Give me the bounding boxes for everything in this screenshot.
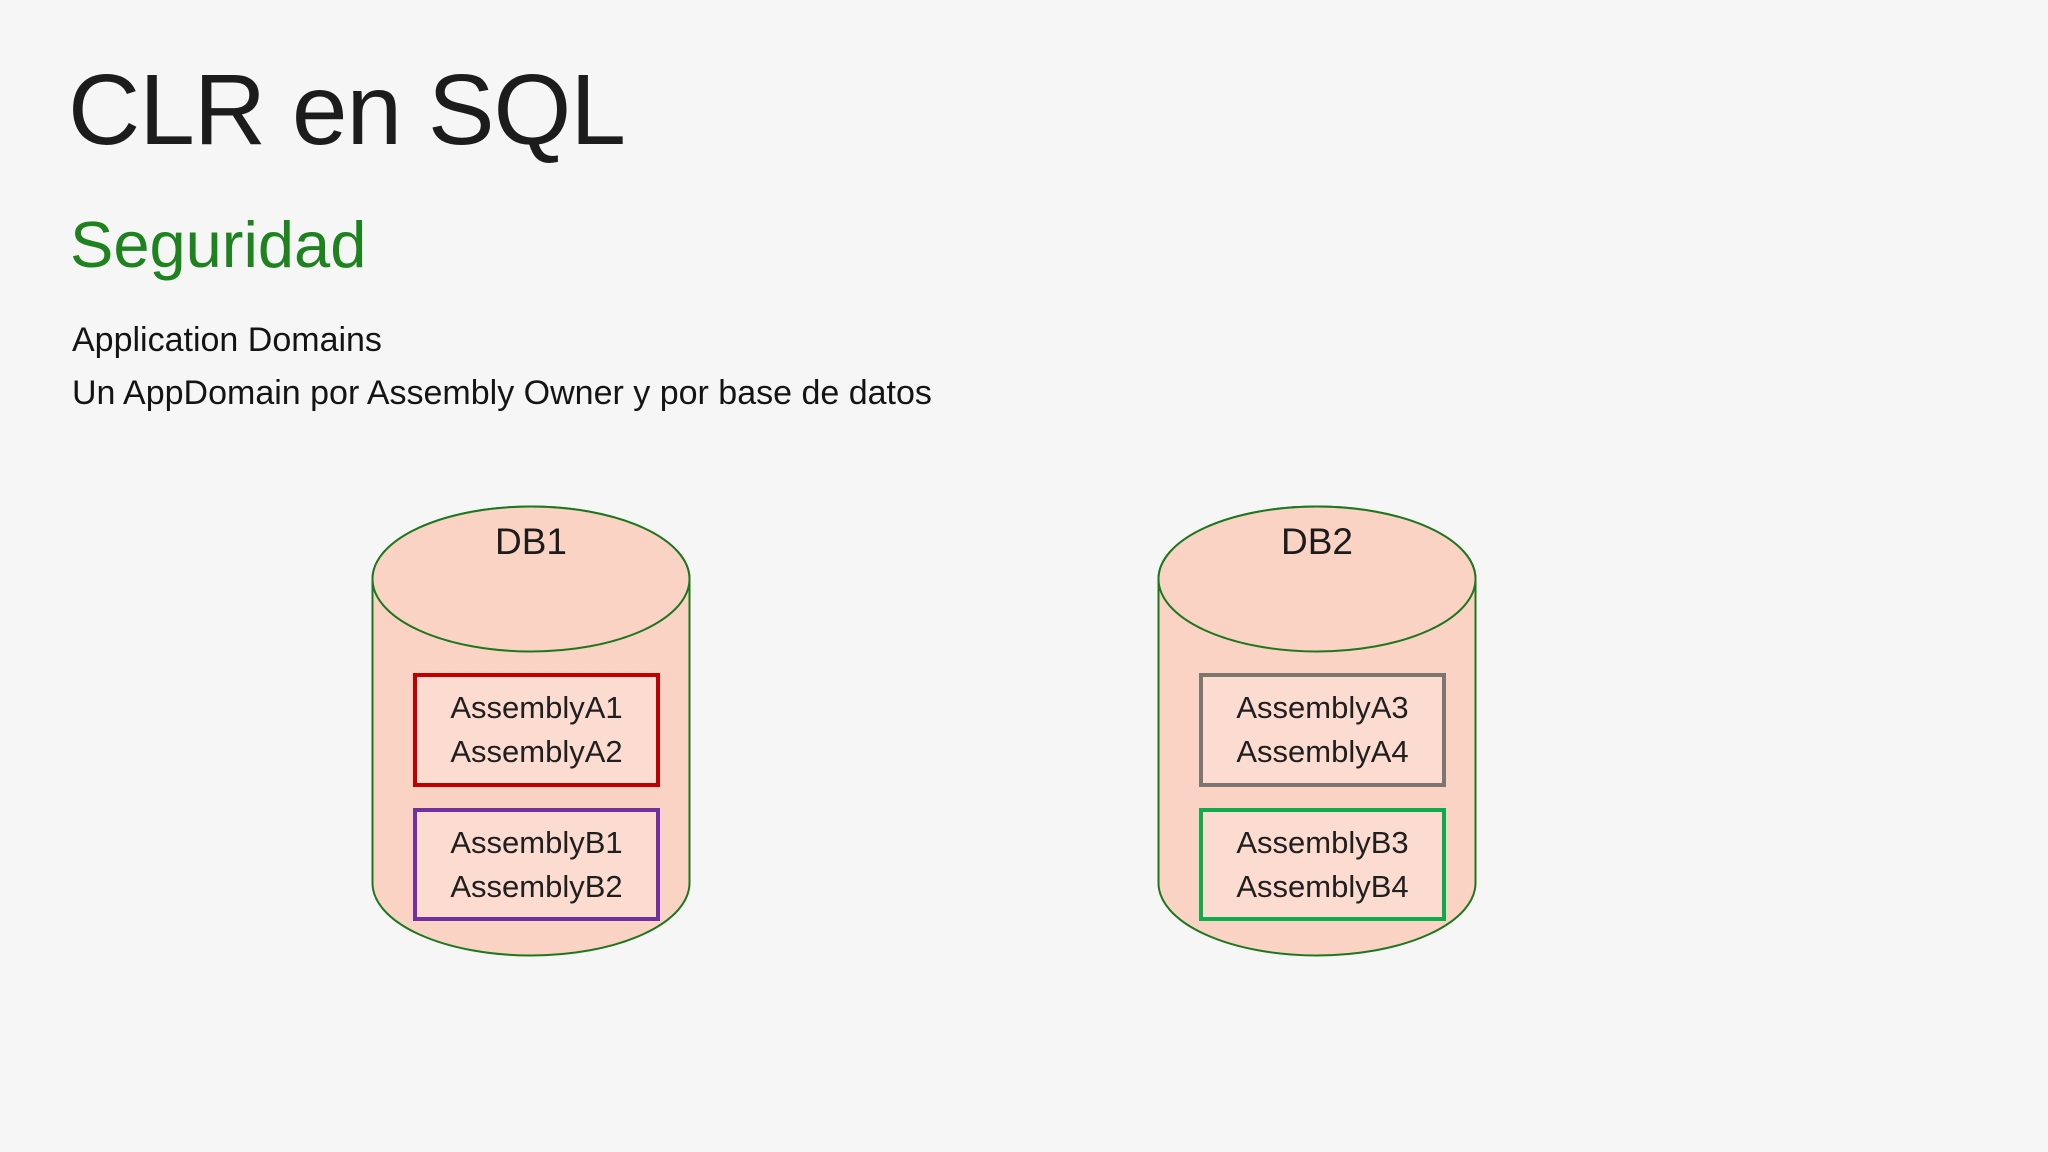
appdomain-group-box: AssemblyB1 AssemblyB2 <box>413 808 660 921</box>
body-line-appdomain-rule: Un AppDomain por Assembly Owner y por ba… <box>72 374 932 412</box>
slide-body-text: Application Domains Un AppDomain por Ass… <box>72 314 932 420</box>
assembly-name: AssemblyB4 <box>1236 868 1409 904</box>
cylinder-top-ellipse <box>371 505 691 653</box>
database-db2: DB2 AssemblyA3 AssemblyA4 AssemblyB3 Ass… <box>1157 505 1477 957</box>
assembly-name: AssemblyB2 <box>450 868 623 904</box>
assembly-name: AssemblyA2 <box>450 734 623 769</box>
db-name-label: DB2 <box>1281 521 1353 562</box>
db-name-label: DB1 <box>495 521 567 562</box>
assembly-name: AssemblyB3 <box>1236 824 1409 860</box>
database-db1: DB1 AssemblyA1 AssemblyA2 AssemblyB1 Ass… <box>371 505 691 957</box>
appdomain-group-box: AssemblyA3 AssemblyA4 <box>1199 673 1446 787</box>
appdomain-group-box: AssemblyB3 AssemblyB4 <box>1199 808 1446 921</box>
body-line-application-domains: Application Domains <box>72 321 382 359</box>
appdomain-group-box: AssemblyA1 AssemblyA2 <box>413 673 660 787</box>
assembly-name: AssemblyA4 <box>1236 734 1409 769</box>
assembly-name: AssemblyA1 <box>450 690 623 725</box>
cylinder-top-ellipse <box>1157 505 1477 653</box>
assembly-name: AssemblyA3 <box>1236 690 1409 725</box>
slide-title: CLR en SQL <box>68 54 626 166</box>
slide-subtitle: Seguridad <box>70 208 367 281</box>
assembly-name: AssemblyB1 <box>450 824 623 860</box>
